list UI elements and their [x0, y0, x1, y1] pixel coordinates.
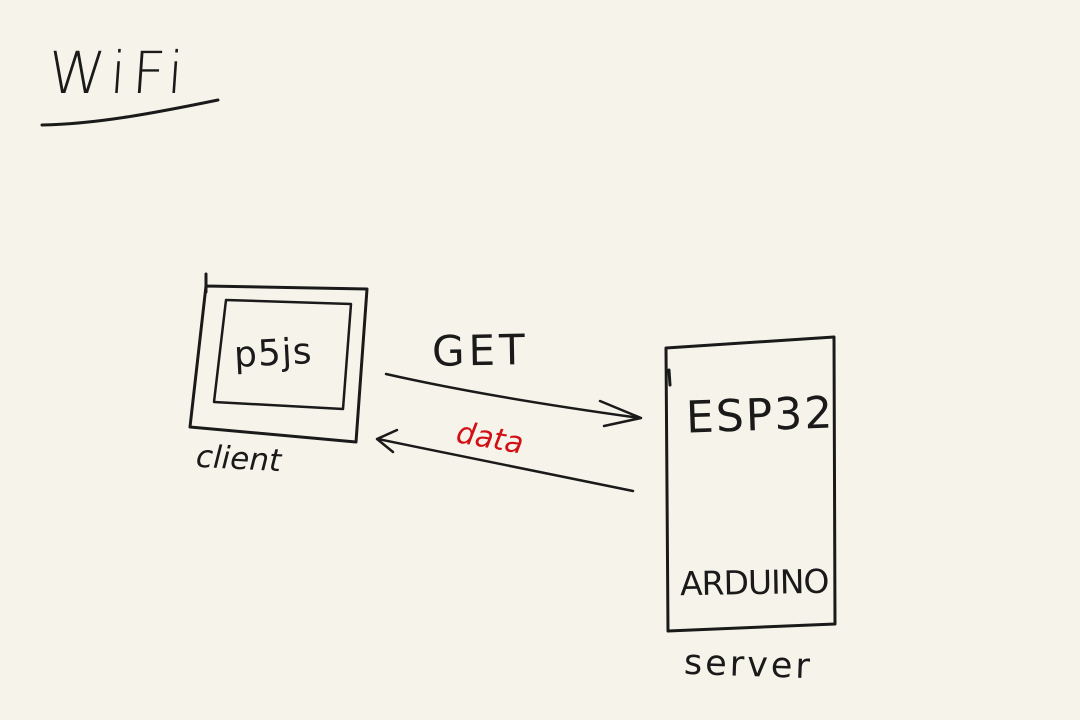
get-arrowhead [598, 399, 643, 428]
client-caption: client [195, 438, 283, 480]
diagram-title: WiFi [45, 39, 192, 107]
server-chip-label: ESP32 [685, 387, 836, 444]
client-screen-label: p5js [232, 330, 314, 377]
server-board-label: ARDUINO [679, 561, 829, 604]
client-screen [212, 298, 353, 411]
title-underline [40, 98, 220, 127]
server-caption: server [683, 642, 814, 688]
server-board [664, 335, 837, 633]
data-arrowhead [375, 428, 399, 454]
get-arrow [384, 372, 642, 420]
data-arrow [376, 437, 635, 493]
request-label: GET [431, 325, 530, 376]
client-device-frame [188, 272, 369, 444]
